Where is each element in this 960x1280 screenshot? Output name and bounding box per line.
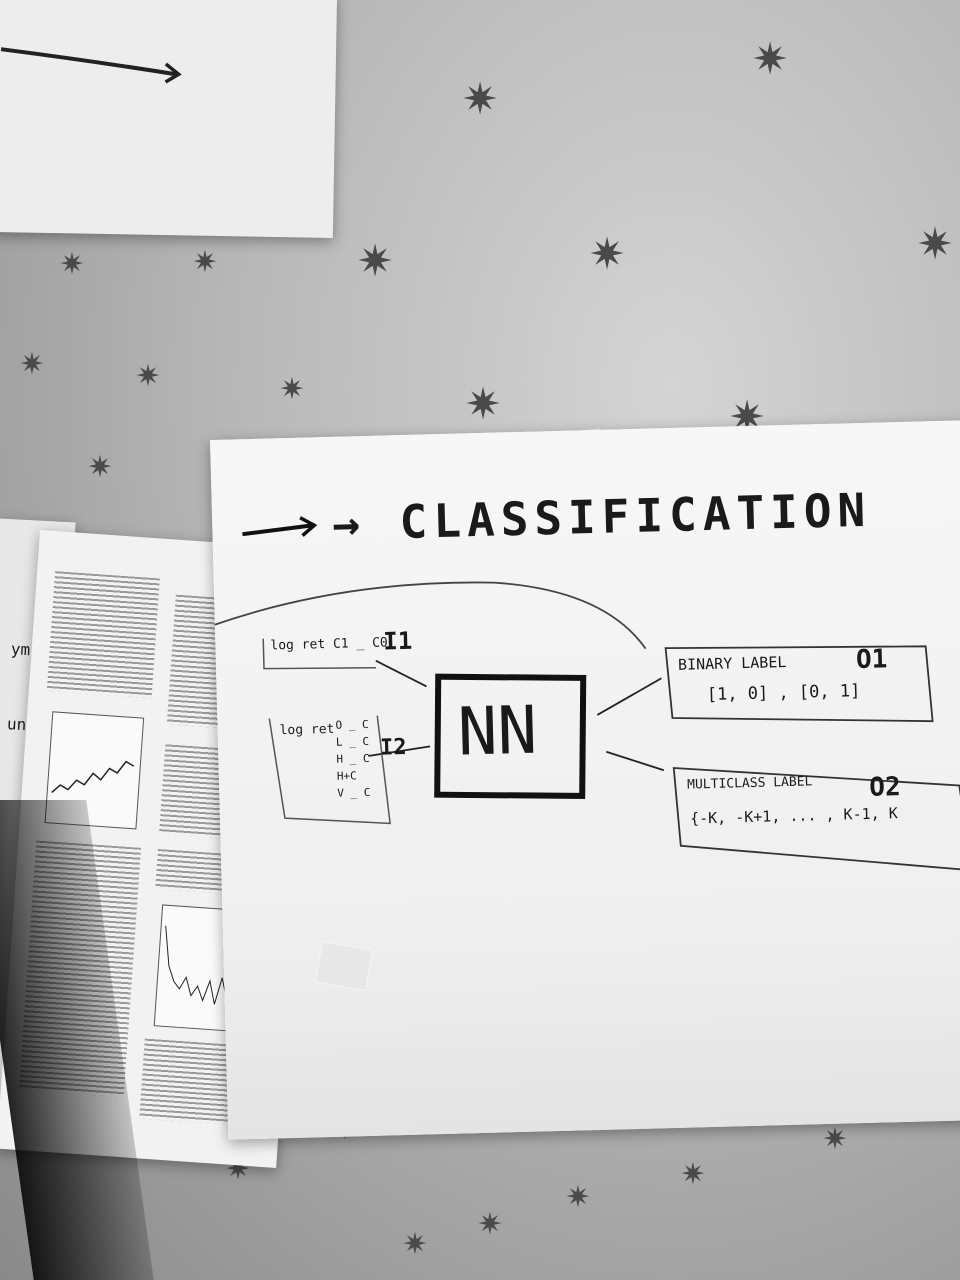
star-decoration: ✷ [464,379,502,430]
article-line-plot [44,711,145,830]
input2-items: O _ C L _ C H _ C H+C V _ C [335,716,370,802]
star-decoration: ✷ [565,1180,591,1215]
star-decoration: ✷ [356,236,394,287]
input1-label: I1 [382,626,413,656]
input2-item: O _ C [335,717,369,732]
top-paper-sheet [0,0,338,238]
classification-whiteboard-sheet: → CLASSIFICATION log ret C1 _ C0 I1 log … [210,419,960,1140]
output1-values: [1, 0] , [0, 1] [706,681,861,706]
star-decoration: ✷ [192,245,218,280]
star-decoration: ✷ [402,1227,428,1262]
article-text-column [46,571,160,699]
article-plot-line [51,760,135,794]
star-decoration: ✷ [87,450,113,485]
output1-title: BINARY LABEL [677,652,787,674]
star-decoration: ✷ [588,229,626,280]
star-decoration: ✷ [822,1122,848,1157]
output1-label: O1 [855,644,888,676]
star-decoration: ✷ [461,74,499,125]
diagram-strokes [210,516,960,872]
strip-fragment: ym [10,639,31,660]
star-decoration: ✷ [916,219,954,270]
input1-text: log ret C1 _ C0 [270,635,388,654]
star-decoration: ✷ [59,247,85,282]
nn-label: NN [456,691,539,771]
input2-text: log ret [279,721,335,739]
input2-item: V _ C [337,785,371,800]
tape-strip [314,940,374,992]
star-decoration: ✷ [279,372,305,407]
arrow-drawing [0,47,182,84]
input2-label: I2 [379,734,407,761]
input2-item: H _ C [336,751,370,766]
star-decoration: ✷ [680,1157,706,1192]
star-decoration: ✷ [751,34,789,85]
input2-item: H+C [336,769,357,783]
output2-label: O2 [868,772,902,803]
star-decoration: ✷ [135,359,161,394]
star-decoration: ✷ [19,347,45,382]
input2-item: L _ C [335,734,370,749]
star-decoration: ✷ [477,1207,503,1242]
